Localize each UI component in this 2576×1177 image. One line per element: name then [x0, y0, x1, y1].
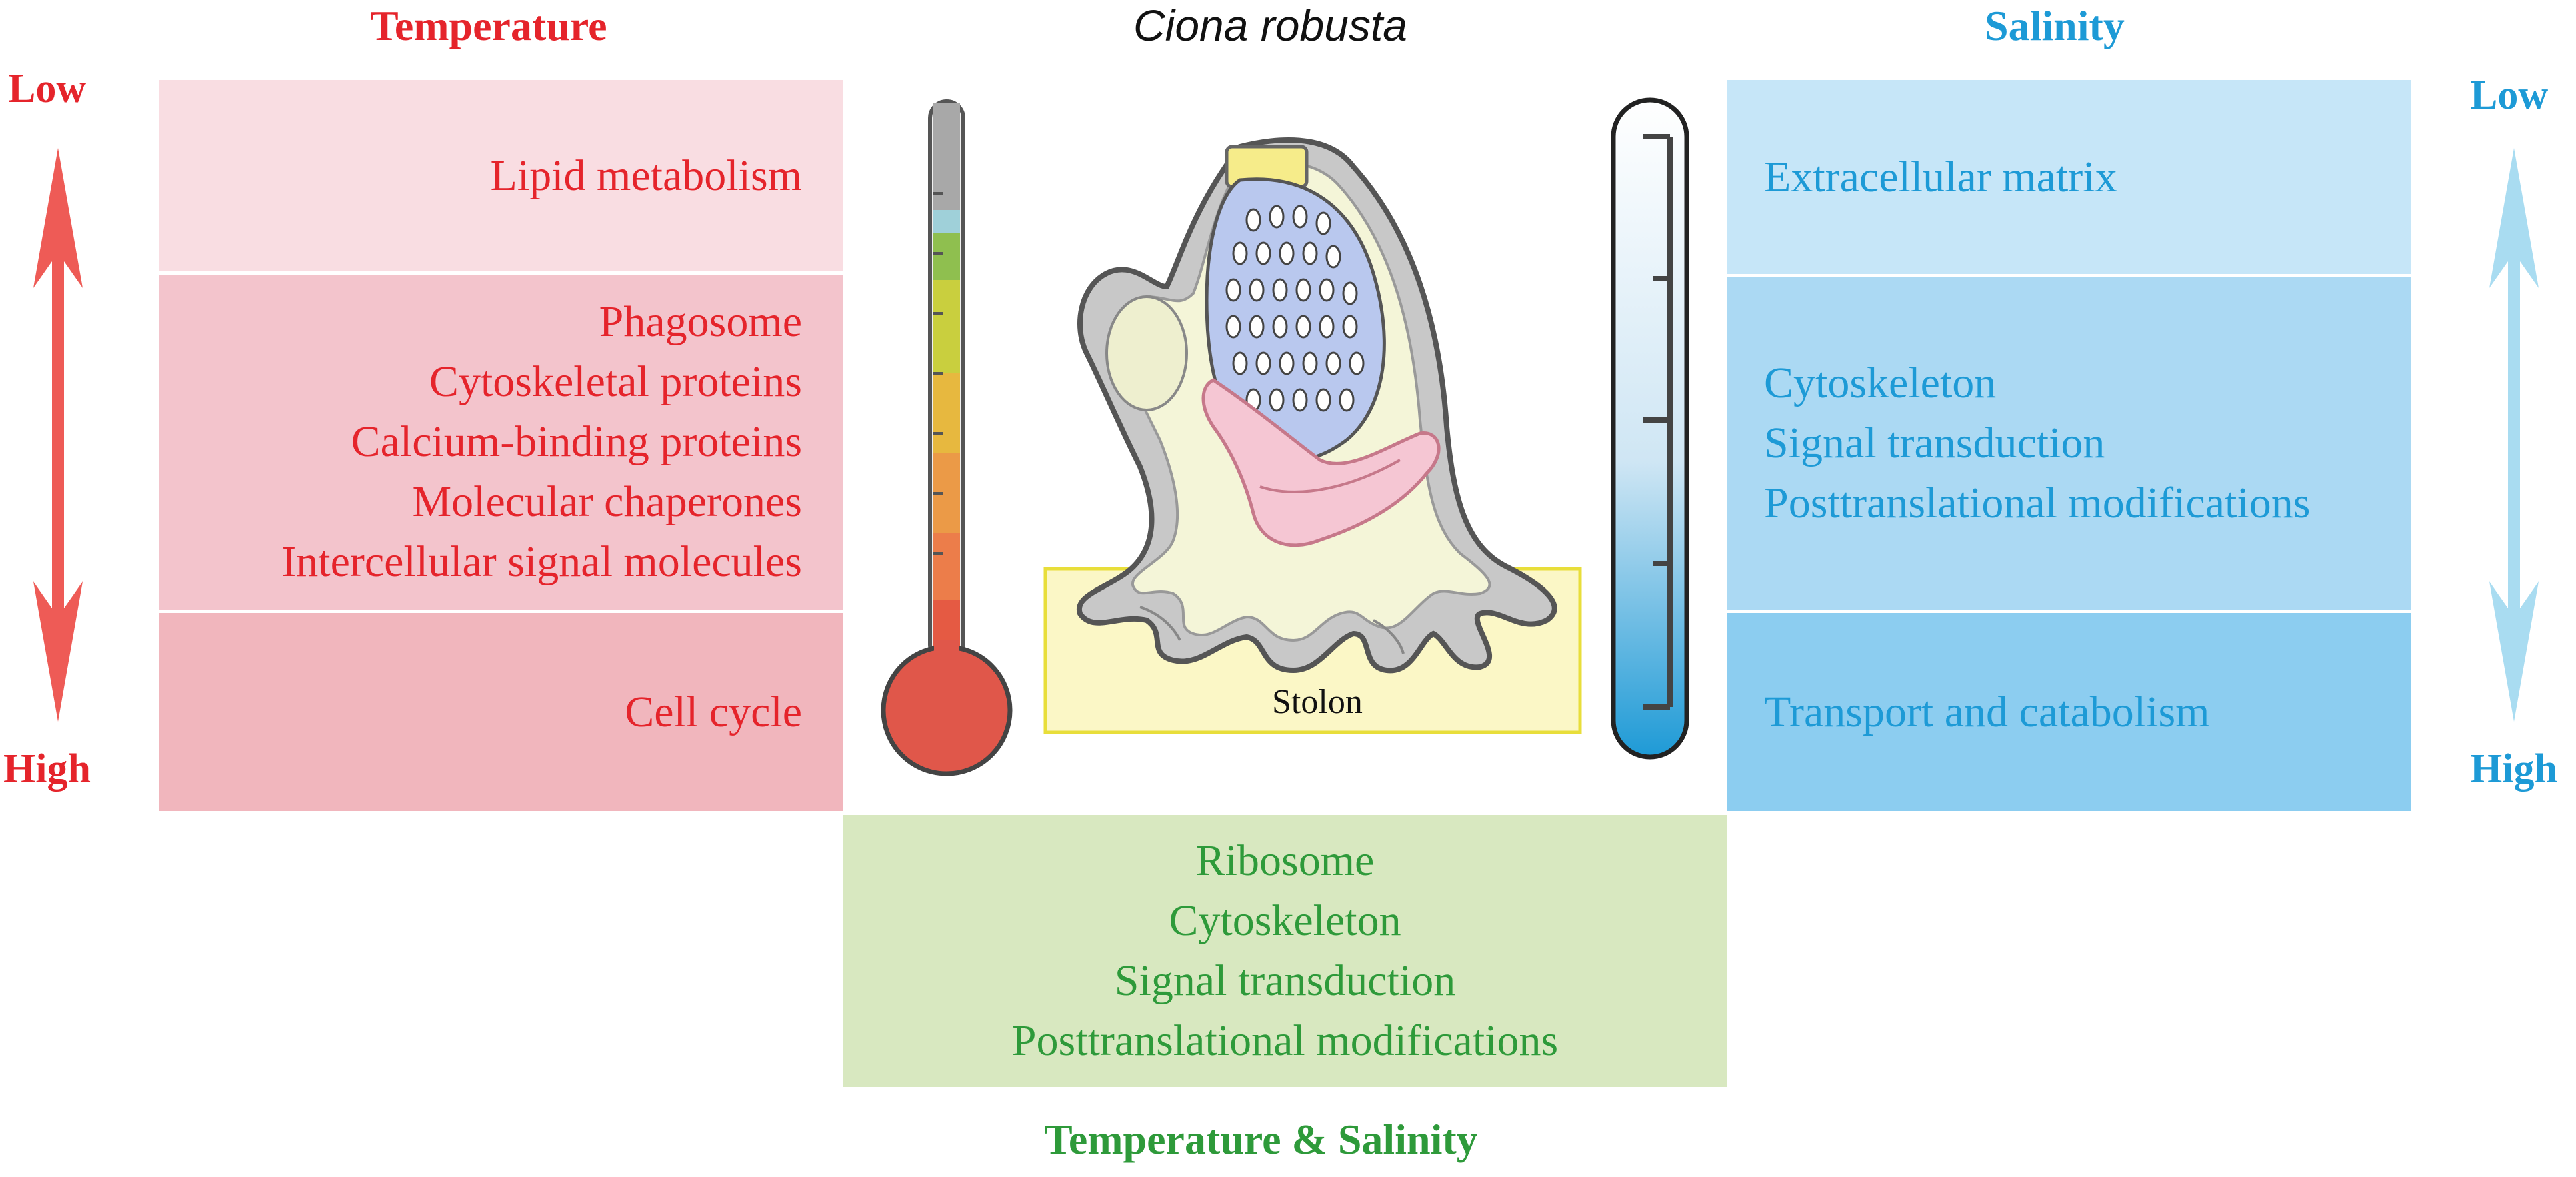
ciona-robusta-illustration: [1043, 137, 1582, 734]
salinity-box-ecm: Extracellular matrix: [1727, 80, 2411, 274]
salinity-term: Posttranslational modifications: [1764, 479, 2311, 527]
salinity-low-label: Low: [2470, 73, 2549, 118]
thermometer-icon: [881, 99, 1013, 776]
species-title: Ciona robusta: [1133, 1, 1407, 50]
shared-title: Temperature & Salinity: [1044, 1116, 1478, 1163]
shared-term: Cytoskeleton: [1169, 896, 1401, 945]
salinity-term: Cytoskeleton: [1764, 359, 1997, 407]
temperature-term: Cell cycle: [625, 687, 802, 736]
salinity-high-label: High: [2470, 746, 2557, 792]
temperature-term: Calcium-binding proteins: [351, 417, 802, 466]
temperature-box-cell-cycle: Cell cycle: [159, 613, 843, 811]
shared-box: Ribosome Cytoskeleton Signal transductio…: [843, 815, 1727, 1087]
salinity-box-cytoskeleton: Cytoskeleton Signal transduction Posttra…: [1727, 277, 2411, 610]
salinity-gauge-icon: [1611, 97, 1689, 760]
salinity-box-transport: Transport and catabolism: [1727, 613, 2411, 811]
temperature-term: Cytoskeletal proteins: [429, 357, 802, 406]
stolon-label: Stolon: [1272, 683, 1363, 721]
salinity-term: Signal transduction: [1764, 419, 2105, 467]
shared-term: Ribosome: [1195, 836, 1375, 885]
temperature-box-phagosome: Phagosome Cytoskeletal proteins Calcium-…: [159, 275, 843, 610]
temperature-title: Temperature: [370, 2, 607, 49]
salinity-term: Transport and catabolism: [1764, 687, 2210, 736]
temperature-box-lipid: Lipid metabolism: [159, 80, 843, 271]
salinity-title: Salinity: [1985, 2, 2125, 49]
temperature-term: Lipid metabolism: [490, 151, 802, 200]
shared-term: Signal transduction: [1114, 956, 1456, 1005]
temperature-low-label: Low: [8, 66, 87, 111]
salinity-term: Extracellular matrix: [1764, 152, 2117, 201]
double-arrow-icon: [33, 148, 83, 722]
temperature-term: Phagosome: [599, 297, 802, 346]
double-arrow-icon: [2489, 148, 2539, 722]
shared-term: Posttranslational modifications: [1011, 1016, 1559, 1065]
temperature-term: Molecular chaperones: [412, 477, 802, 526]
temperature-term: Intercellular signal molecules: [281, 537, 802, 586]
temperature-high-label: High: [3, 746, 91, 792]
